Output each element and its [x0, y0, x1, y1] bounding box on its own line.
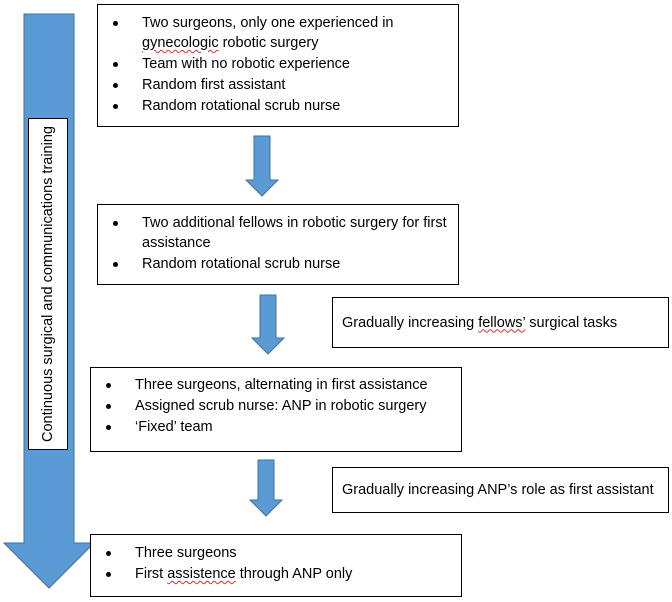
note-anp-role: Gradually increasing ANP’s role as first…	[332, 467, 669, 513]
step-box-1: Two surgeons, only one experienced in gy…	[97, 4, 459, 127]
step-2-list: Two additional fellows in robotic surger…	[98, 213, 458, 274]
step-1-list: Two surgeons, only one experienced in gy…	[98, 13, 458, 116]
step-1-item-4: Random rotational scrub nurse	[113, 96, 458, 116]
step-4-list: Three surgeons First assistence through …	[91, 543, 461, 584]
step-3-list: Three surgeons, alternating in first ass…	[91, 375, 461, 437]
step-box-2: Two additional fellows in robotic surger…	[97, 204, 459, 285]
step-1-item-3: Random first assistant	[113, 75, 458, 95]
side-label-text: Continuous surgical and communications t…	[40, 126, 56, 442]
side-label-box: Continuous surgical and communications t…	[28, 118, 68, 450]
step-3-item-2: Assigned scrub nurse: ANP in robotic sur…	[106, 396, 461, 416]
step-1-item-1: Two surgeons, only one experienced in gy…	[113, 13, 458, 53]
step-2-item-2: Random rotational scrub nurse	[113, 254, 458, 274]
step-3-item-1: Three surgeons, alternating in first ass…	[106, 375, 461, 395]
down-arrow-2	[250, 294, 286, 355]
step-4-item-2-text: First assistence through ANP only	[135, 566, 353, 582]
step-3-item-3: ‘Fixed’ team	[106, 417, 461, 437]
down-arrow-1	[244, 135, 280, 197]
note-2-text: Gradually increasing ANP’s role as first…	[342, 482, 654, 498]
step-4-item-1: Three surgeons	[106, 543, 461, 563]
note-fellows-tasks: Gradually increasing fellows’ surgical t…	[332, 297, 669, 348]
down-arrow-3	[248, 459, 284, 517]
step-2-item-1: Two additional fellows in robotic surger…	[113, 213, 458, 253]
step-4-item-2: First assistence through ANP only	[106, 564, 461, 584]
step-box-3: Three surgeons, alternating in first ass…	[90, 367, 462, 452]
step-box-4: Three surgeons First assistence through …	[90, 534, 462, 597]
step-1-item-2: Team with no robotic experience	[113, 54, 458, 74]
note-1-text: Gradually increasing fellows’ surgical t…	[342, 314, 618, 331]
step-1-item-1-text: Two surgeons, only one experienced in gy…	[142, 15, 394, 51]
